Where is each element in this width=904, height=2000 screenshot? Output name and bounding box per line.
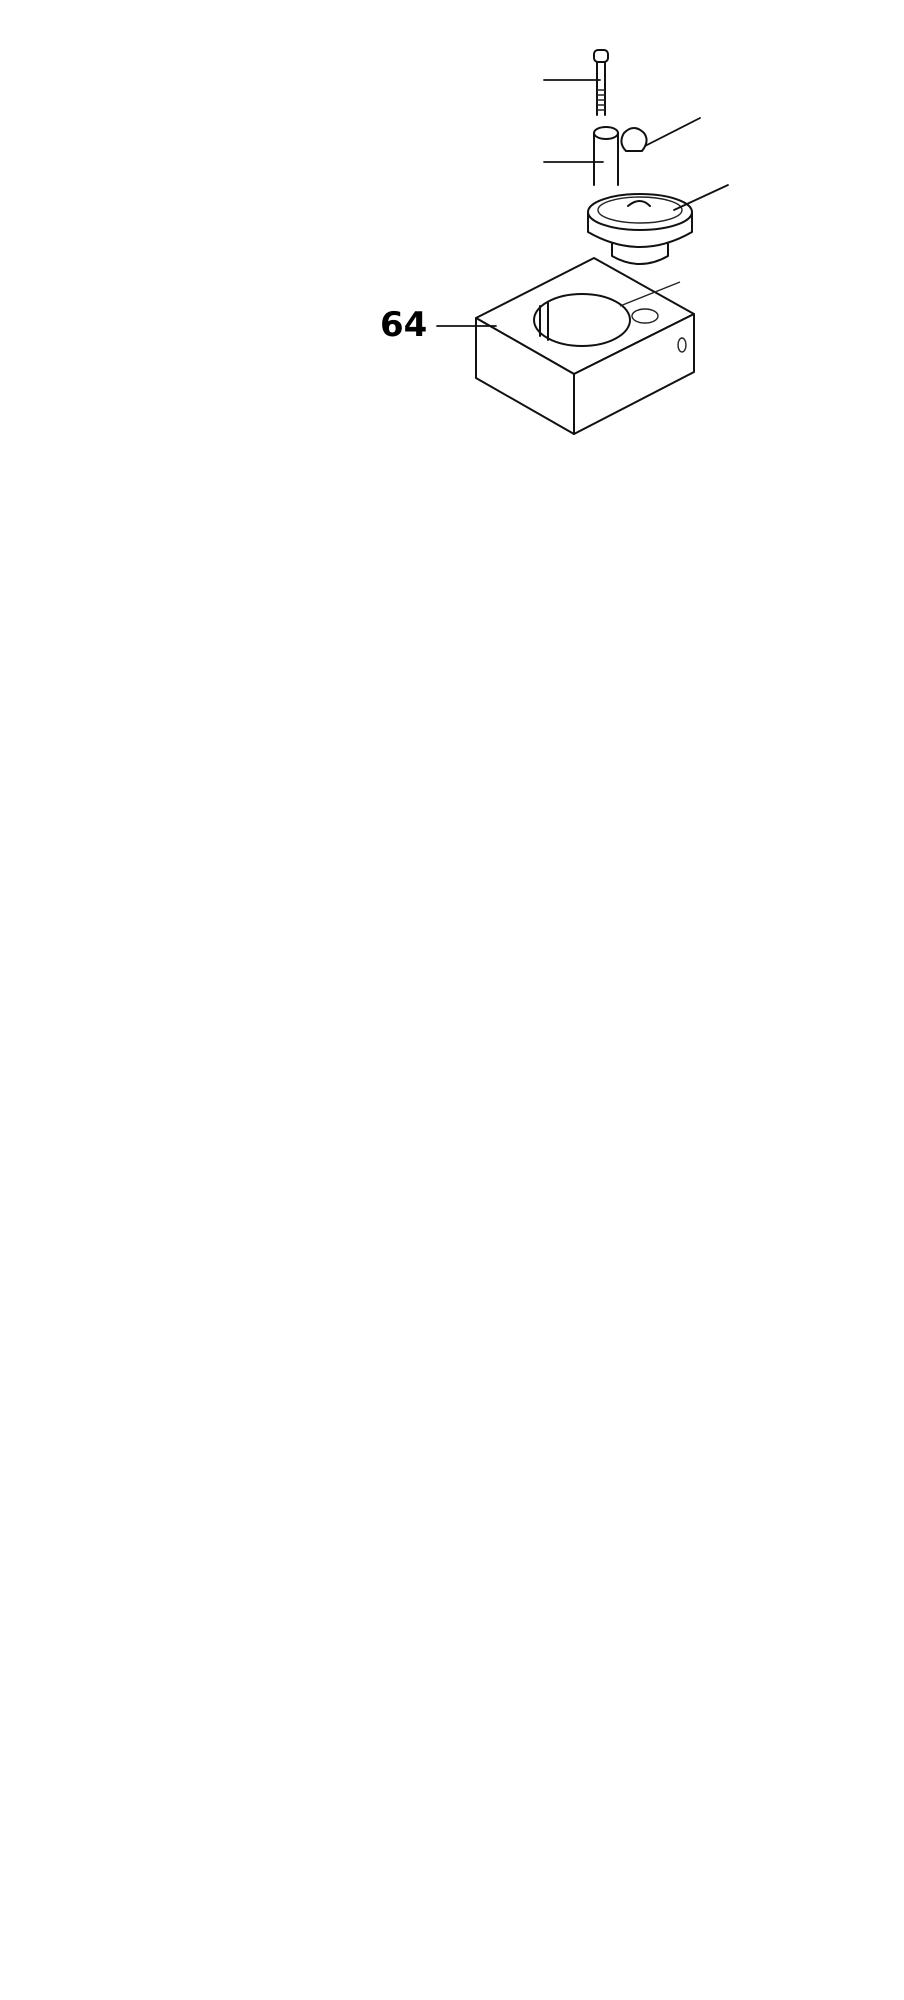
top-pin	[543, 126, 619, 186]
top-cap-screw	[543, 49, 609, 116]
top-clamp-block	[436, 257, 695, 435]
top-handwheel-cap	[587, 184, 729, 265]
callout-label-64: 64	[380, 305, 428, 345]
top-nut	[620, 117, 701, 152]
